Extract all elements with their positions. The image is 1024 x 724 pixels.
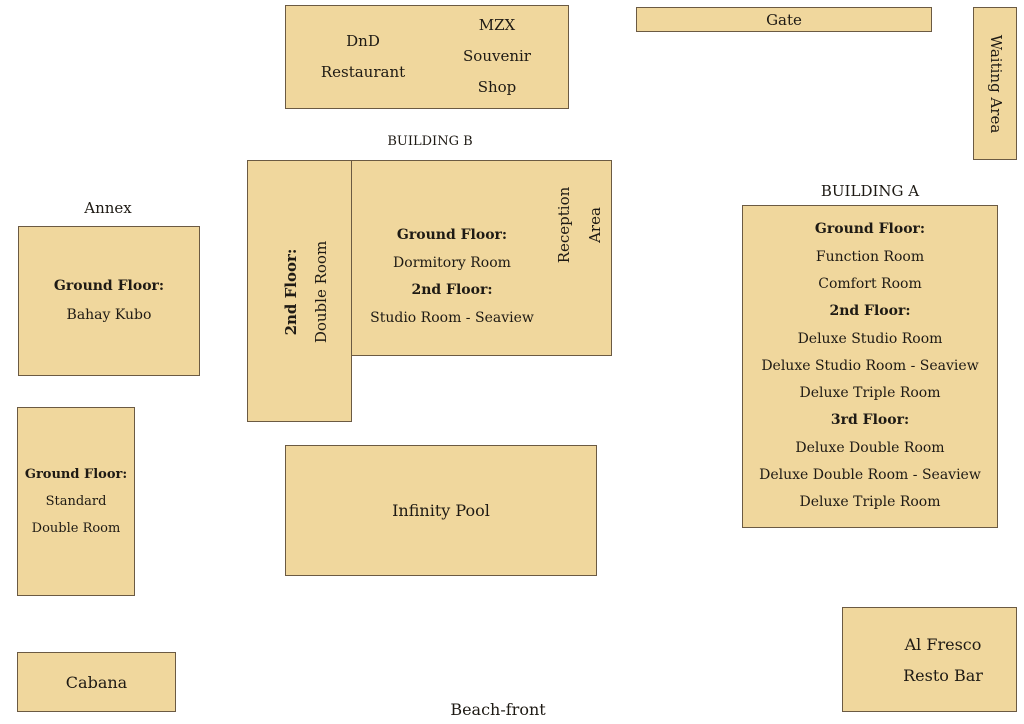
dnd-label: DnD — [346, 32, 380, 50]
floor-heading: 2nd Floor: — [829, 303, 911, 320]
reception-area-label: Area — [586, 207, 604, 243]
wing-floor-heading: 2nd Floor: — [282, 248, 300, 336]
gate-label: Gate — [766, 10, 802, 29]
cabana: Cabana — [17, 652, 176, 712]
restaurant-label: Restaurant — [320, 63, 406, 81]
room-label: Deluxe Studio Room - Seaview — [761, 357, 979, 374]
al-fresco-label: Al Fresco — [904, 635, 982, 654]
standard-building: Ground Floor: Standard Double Room — [17, 407, 135, 596]
room-label: Function Room — [815, 248, 925, 265]
infinity-pool-label: Infinity Pool — [392, 501, 490, 520]
mzx-souvenir-shop: MZX Souvenir Shop — [463, 10, 531, 103]
standard-floor-heading: Ground Floor: — [24, 467, 128, 482]
building-a-title: BUILDING A — [820, 182, 920, 200]
studio-room-seaview-label: Studio Room - Seaview — [370, 309, 534, 326]
gate: Gate — [636, 7, 932, 32]
infinity-pool: Infinity Pool — [285, 445, 597, 576]
room-label: Deluxe Double Room - Seaview — [759, 467, 981, 484]
beach-front-label: Beach-front — [450, 700, 546, 719]
annex-title: Annex — [84, 199, 132, 217]
room-label: Deluxe Triple Room — [799, 385, 941, 402]
cabana-label: Cabana — [65, 672, 128, 692]
dormitory-room-label: Dormitory Room — [393, 254, 511, 271]
shop-label: Shop — [477, 78, 517, 96]
dnd-restaurant: DnD Restaurant — [321, 26, 405, 88]
room-label: Deluxe Studio Room — [797, 330, 943, 347]
al-fresco-resto-bar: Al Fresco Resto Bar — [842, 607, 1017, 712]
building-b-wing: 2nd Floor: Double Room — [247, 160, 352, 422]
reception-label: Reception — [555, 186, 573, 264]
mzx-label: MZX — [478, 16, 516, 34]
souvenir-label: Souvenir — [463, 47, 531, 65]
floor-heading: Ground Floor: — [814, 221, 926, 238]
waiting-area-label: Waiting Area — [987, 34, 1005, 134]
room-label: Comfort Room — [818, 275, 922, 292]
annex-floor-heading: Ground Floor: — [53, 278, 165, 294]
waiting-area: Waiting Area — [973, 7, 1017, 160]
resto-bar-label: Resto Bar — [903, 666, 983, 685]
bahay-kubo-label: Bahay Kubo — [66, 307, 152, 323]
building-b-main: Ground Floor: Dormitory Room 2nd Floor: … — [351, 160, 612, 356]
building-b-floors: Ground Floor: Dormitory Room 2nd Floor: … — [370, 222, 534, 332]
al-fresco-text: Al Fresco Resto Bar — [903, 629, 983, 691]
standard-label: Standard — [45, 494, 107, 509]
floor-heading: 3rd Floor: — [830, 412, 910, 429]
double-room-label: Double Room — [31, 521, 121, 536]
annex-building: Ground Floor: Bahay Kubo — [18, 226, 200, 376]
restaurant-souvenir-shop-block: DnD Restaurant MZX Souvenir Shop — [285, 5, 569, 109]
second-floor-heading: 2nd Floor: — [411, 282, 493, 298]
ground-floor-heading: Ground Floor: — [396, 227, 508, 243]
wing-room-label: Double Room — [312, 240, 330, 344]
room-label: Deluxe Triple Room — [799, 494, 941, 511]
room-label: Deluxe Double Room — [795, 439, 945, 456]
building-b-title: BUILDING B — [387, 134, 473, 149]
